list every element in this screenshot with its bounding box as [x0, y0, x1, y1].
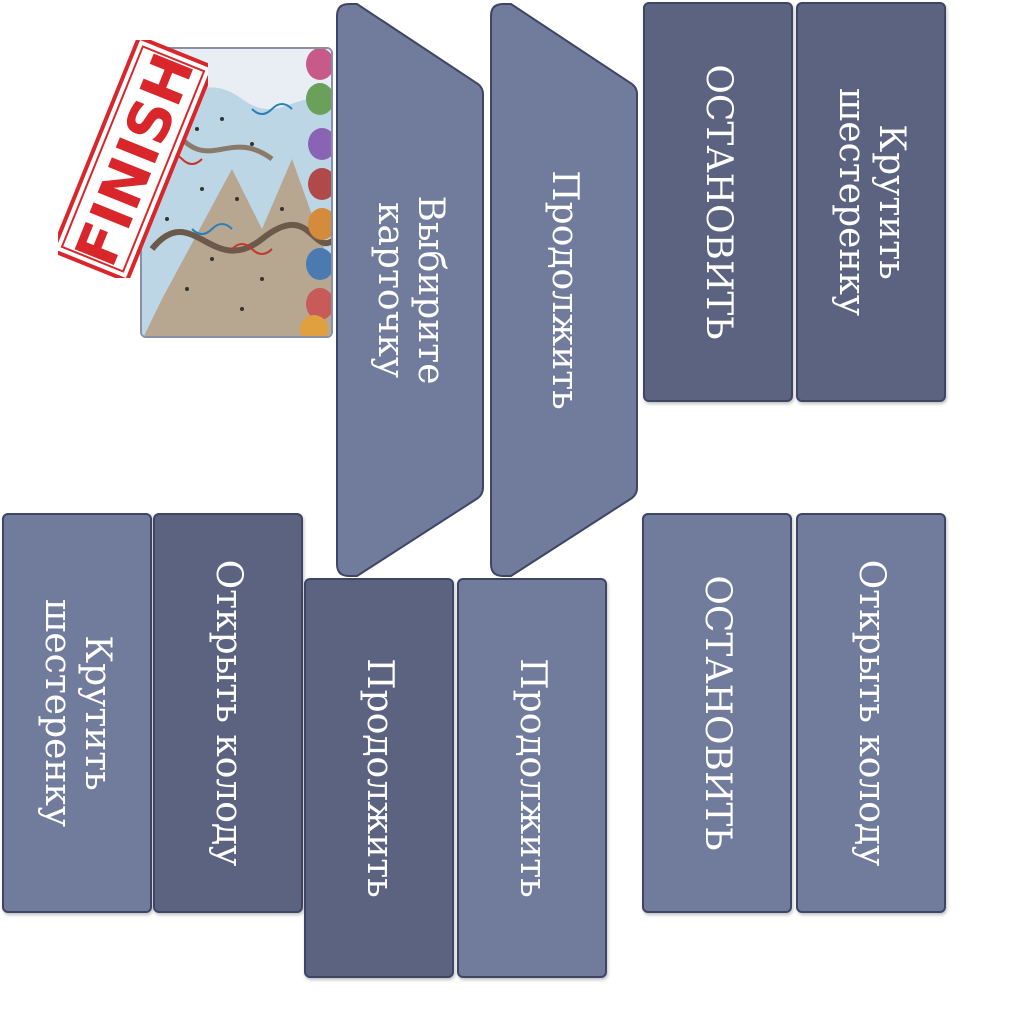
open-deck-left-label: Открыть колоду [208, 559, 249, 867]
choose-card-shape [336, 3, 484, 577]
choose-card-button[interactable]: Выбирите карточку [335, 2, 485, 578]
continue-top-button[interactable]: Продолжить [489, 2, 639, 578]
continue-bottom-light-label: Продолжить [512, 658, 553, 898]
open-deck-left-button[interactable]: Открыть колоду [153, 513, 303, 913]
spin-gear-top-button[interactable]: Крутить шестеренку [796, 2, 946, 402]
choose-card-label: Выбирите карточку [370, 195, 451, 385]
continue-bottom-dark-label: Продолжить [359, 658, 400, 898]
spin-gear-bottom-label: Крутить шестеренку [37, 598, 118, 828]
open-deck-right-button[interactable]: Открыть колоду [796, 513, 946, 913]
stop-bottom-button[interactable]: ОСТАНОВИТЬ [642, 513, 792, 913]
continue-bottom-dark-button[interactable]: Продолжить [304, 578, 454, 978]
spin-gear-bottom-button[interactable]: Крутить шестеренку [2, 513, 152, 913]
spin-gear-top-label: Крутить шестеренку [831, 87, 912, 317]
stop-bottom-label: ОСТАНОВИТЬ [697, 575, 738, 851]
continue-top-shape [490, 3, 638, 577]
stop-top-label: ОСТАНОВИТЬ [698, 64, 739, 340]
open-deck-right-label: Открыть колоду [851, 559, 892, 867]
stop-top-button[interactable]: ОСТАНОВИТЬ [643, 2, 793, 402]
continue-top-label: Продолжить [544, 170, 585, 410]
finish-stamp-text: FINISH [62, 44, 208, 275]
continue-bottom-light-button[interactable]: Продолжить [457, 578, 607, 978]
finish-stamp: FINISH [58, 40, 208, 278]
